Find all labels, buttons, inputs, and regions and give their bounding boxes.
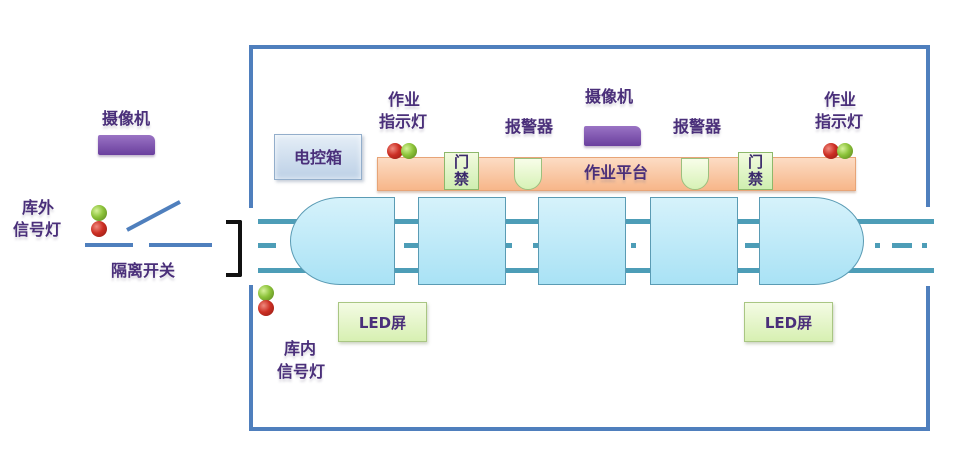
- switch-blade: [126, 200, 181, 232]
- frame-left-lower: [249, 285, 253, 431]
- inner-signal-label-1: 库内: [283, 339, 316, 358]
- inside-camera-label: 摄像机: [584, 87, 633, 106]
- outside-signal-label-2: 信号灯: [12, 220, 61, 239]
- work-lamp-right-green-icon: [837, 143, 853, 159]
- outside-camera-icon: [98, 135, 155, 155]
- work-lamp-left-label-1: 作业: [387, 90, 420, 109]
- led-screen-left[interactable]: LED屏: [338, 302, 427, 342]
- rail-center-dash: [745, 243, 760, 248]
- work-lamp-right-red-icon: [823, 143, 839, 159]
- alarm-left-label: 报警器: [504, 117, 553, 136]
- work-platform-label: 作业平台: [583, 163, 648, 182]
- rail-center-dash: [533, 243, 539, 248]
- outside-signal-label-1: 库外: [21, 198, 54, 217]
- work-lamp-left-red-icon: [387, 143, 403, 159]
- rail-center-dash: [631, 243, 636, 248]
- rail-center-dash: [504, 243, 512, 248]
- outside-green-lamp-icon: [91, 205, 107, 221]
- rail-center-dash: [922, 243, 927, 248]
- work-lamp-right-label-2: 指示灯: [814, 112, 863, 131]
- work-lamp-left-green-icon: [401, 143, 417, 159]
- rail-center-dash: [875, 243, 880, 248]
- rail-center-dash: [404, 243, 420, 248]
- frame-left-upper: [249, 45, 253, 208]
- track-end-bracket: [226, 220, 242, 277]
- isolation-switch-label: 隔离开关: [110, 261, 175, 280]
- access-gate-right[interactable]: 门禁: [738, 152, 773, 190]
- alarm-left-icon[interactable]: [514, 158, 542, 190]
- inner-green-lamp-icon: [258, 285, 274, 301]
- train-car[interactable]: [418, 197, 506, 285]
- inner-red-lamp-icon: [258, 300, 274, 316]
- gate-right-label: 门禁: [747, 153, 763, 188]
- frame-top: [249, 45, 930, 49]
- inner-signal-label-2: 信号灯: [276, 362, 325, 381]
- outside-red-lamp-icon: [91, 221, 107, 237]
- train-car[interactable]: [538, 197, 626, 285]
- work-lamp-right-label-1: 作业: [823, 90, 856, 109]
- frame-bottom: [249, 427, 930, 431]
- gate-left-label: 门禁: [453, 153, 469, 188]
- frame-right-upper: [926, 45, 930, 207]
- outside-camera-label: 摄像机: [101, 109, 150, 128]
- alarm-right-icon[interactable]: [681, 158, 709, 190]
- rail-center-dash: [258, 243, 276, 248]
- inside-camera-icon: [584, 126, 641, 146]
- rail-center-dash: [892, 243, 912, 248]
- frame-right-lower: [926, 286, 930, 431]
- switch-left-segment: [85, 243, 133, 247]
- access-gate-left[interactable]: 门禁: [444, 152, 479, 190]
- electric-control-box[interactable]: 电控箱: [274, 134, 362, 180]
- work-lamp-left-label-2: 指示灯: [378, 112, 427, 131]
- led-screen-right[interactable]: LED屏: [744, 302, 833, 342]
- train-car-head-left[interactable]: [290, 197, 395, 285]
- alarm-right-label: 报警器: [672, 117, 721, 136]
- train-car[interactable]: [650, 197, 738, 285]
- switch-right-segment: [149, 243, 212, 247]
- train-car-head-right[interactable]: [759, 197, 864, 285]
